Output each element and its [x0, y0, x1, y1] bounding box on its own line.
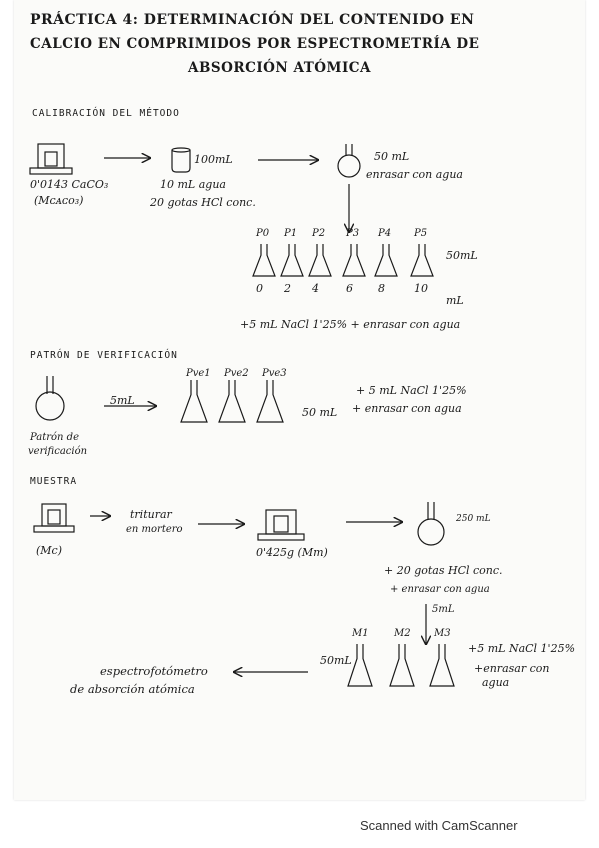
verification-heading: PATRÓN DE VERIFICACIÓN	[30, 350, 178, 361]
sample-final-1: espectrofotómetro	[100, 664, 208, 678]
calibration-flask-note: enrasar con agua	[366, 168, 463, 181]
erlenmeyer-flask-icon	[308, 244, 332, 277]
pattern-volume: 0	[256, 282, 263, 295]
title-line-1: PRÁCTICA 4: DETERMINACIÓN DEL CONTENIDO …	[30, 12, 475, 28]
balance-icon	[29, 143, 73, 175]
sample-mass: 0'425g (Mm)	[256, 546, 328, 559]
erlenmeyer-flask-icon	[429, 644, 455, 687]
pattern-volume: 8	[378, 282, 385, 295]
erlenmeyer-flask-icon	[252, 244, 276, 277]
verification-note-1: + 5 mL NaCl 1'25%	[356, 384, 467, 397]
pattern-volume: 4	[312, 282, 319, 295]
erlenmeyer-flask-icon	[389, 644, 415, 687]
sample-note-1: + 20 gotas HCl conc.	[384, 564, 503, 577]
verification-flask-volume: 50 mL	[302, 406, 338, 419]
calibration-mass: 0'0143 CaCO₃	[30, 178, 109, 191]
sample-heading: MUESTRA	[30, 476, 78, 487]
erlenmeyer-flask-icon	[342, 244, 366, 277]
pattern-label: P4	[378, 228, 392, 239]
volumetric-flask-icon	[35, 376, 65, 421]
beaker-icon	[171, 147, 191, 173]
calibration-volume-unit: mL	[446, 294, 464, 307]
sample-flasks-volume: 50mL	[320, 654, 352, 667]
title-line-2: CALCIO EN COMPRIMIDOS POR ESPECTROMETRÍA…	[30, 36, 480, 52]
sample-step-1: triturar	[130, 508, 172, 521]
scanned-sheet	[14, 0, 585, 800]
calibration-patterns-volume: 50mL	[446, 249, 478, 262]
pattern-label: P0	[256, 228, 270, 239]
verification-flask-label: Pve3	[262, 368, 287, 379]
sample-transfer: 5mL	[432, 604, 455, 615]
sample-start-label: (Mc)	[36, 544, 63, 557]
calibration-mass-symbol: (Mᴄᴀᴄᴏ₃)	[34, 194, 84, 207]
sample-note-2: + enrasar con agua	[390, 584, 490, 595]
erlenmeyer-flask-icon	[374, 244, 398, 277]
verification-flask-label: Pve2	[224, 368, 249, 379]
title-line-3: ABSORCIÓN ATÓMICA	[188, 60, 371, 76]
calibration-patterns-note: +5 mL NaCl 1'25% + enrasar con agua	[240, 318, 461, 331]
erlenmeyer-flask-icon	[280, 244, 304, 277]
volumetric-flask-icon	[337, 144, 361, 178]
sample-flask-label: M3	[434, 628, 451, 639]
balance-icon	[33, 503, 75, 533]
erlenmeyer-flask-icon	[256, 380, 284, 423]
calibration-beaker-note-1: 10 mL agua	[160, 178, 226, 191]
calibration-beaker-note-2: 20 gotas HCl conc.	[150, 196, 256, 209]
balance-icon	[257, 509, 305, 541]
verification-flask-label: Pve1	[186, 368, 211, 379]
sample-flask-label: M1	[352, 628, 369, 639]
erlenmeyer-flask-icon	[347, 644, 373, 687]
pattern-volume: 6	[346, 282, 353, 295]
sample-final-2: de absorción atómica	[70, 682, 195, 696]
erlenmeyer-flask-icon	[218, 380, 246, 423]
calibration-heading: CALIBRACIÓN DEL MÉTODO	[32, 108, 180, 119]
verification-source-label-2: verificación	[28, 446, 88, 457]
sample-flask-volume: 250 mL	[456, 514, 491, 524]
sample-note-5: agua	[482, 676, 510, 689]
verification-note-2: + enrasar con agua	[352, 402, 462, 415]
sample-step-1b: en mortero	[126, 524, 183, 535]
pattern-volume: 2	[284, 282, 291, 295]
sample-flask-label: M2	[394, 628, 411, 639]
verification-source-label-1: Patrón de	[30, 432, 79, 443]
pattern-label: P1	[284, 228, 298, 239]
pattern-label: P2	[312, 228, 326, 239]
erlenmeyer-flask-icon	[180, 380, 208, 423]
erlenmeyer-flask-icon	[410, 244, 434, 277]
verification-transfer: 5mL	[110, 394, 135, 407]
footer-watermark: Scanned with CamScanner	[360, 818, 518, 833]
sample-note-3: +5 mL NaCl 1'25%	[468, 642, 576, 655]
pattern-label: P3	[346, 228, 360, 239]
calibration-flask-volume: 50 mL	[374, 150, 410, 163]
volumetric-flask-icon	[417, 502, 445, 546]
sample-note-4: +enrasar con	[474, 662, 550, 675]
pattern-volume: 10	[414, 282, 428, 295]
pattern-label: P5	[414, 228, 428, 239]
calibration-beaker-volume: 100mL	[194, 153, 233, 166]
